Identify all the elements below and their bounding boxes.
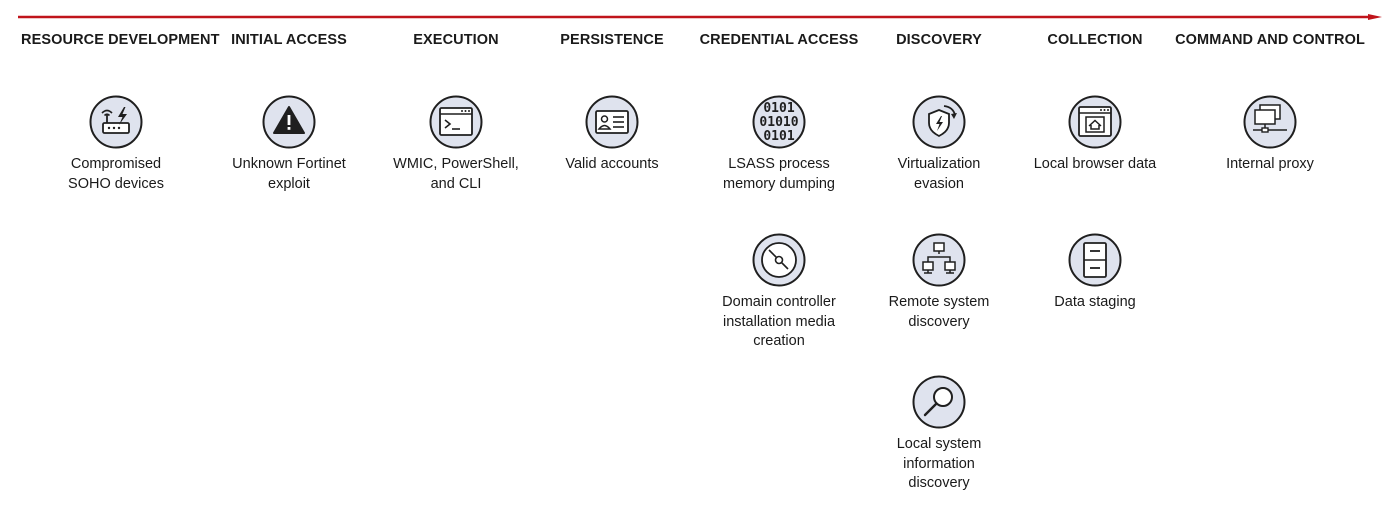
technique-item: Virtualization evasion <box>844 95 1034 194</box>
technique-label: Local browser data <box>1033 156 1157 172</box>
tactic-column-discovery: DISCOVERY Virtualization evasion Remote … <box>844 30 1034 491</box>
technique-item: Unknown Fortinet exploit <box>194 95 384 194</box>
technique-item: Internal proxy <box>1175 95 1365 175</box>
technique-label: Virtualization evasion <box>897 156 981 192</box>
binary-icon: 0101 01010 0101 <box>752 95 806 149</box>
technique-label: Data staging <box>1054 294 1136 310</box>
magnifier-icon <box>912 375 966 429</box>
tactic-header: INITIAL ACCESS <box>231 32 347 48</box>
shield-refresh-icon <box>912 95 966 149</box>
terminal-icon <box>429 95 483 149</box>
tactic-column-resource-development: RESOURCE DEVELOPMENT Compromised SOHO de… <box>21 30 220 192</box>
technique-item: WMIC, PowerShell, and CLI <box>361 95 551 194</box>
proxy-icon <box>1243 95 1297 149</box>
technique-label: Domain controller installation media cre… <box>722 294 836 349</box>
file-cabinet-icon <box>1068 233 1122 287</box>
tactic-column-initial-access: INITIAL ACCESS Unknown Fortinet exploit <box>194 30 384 192</box>
disc-icon <box>752 233 806 287</box>
svg-text:0101: 0101 <box>763 101 794 116</box>
tactic-header: CREDENTIAL ACCESS <box>699 32 859 48</box>
timeline-arrow <box>18 14 1382 20</box>
id-card-icon <box>585 95 639 149</box>
technique-item: Local system information discovery <box>844 375 1034 494</box>
browser-home-icon <box>1068 95 1122 149</box>
tactic-header: EXECUTION <box>413 32 499 48</box>
tactic-column-command-and-control: COMMAND AND CONTROL Internal proxy <box>1175 30 1365 172</box>
technique-item: Remote system discovery <box>844 233 1034 332</box>
technique-label: Local system information discovery <box>896 436 982 491</box>
technique-item: Data staging <box>1000 233 1190 313</box>
network-icon <box>912 233 966 287</box>
technique-label: WMIC, PowerShell, and CLI <box>393 156 519 192</box>
technique-item: Domain controller installation media cre… <box>684 233 874 352</box>
technique-item: Local browser data <box>1000 95 1190 175</box>
technique-label: Remote system discovery <box>888 294 990 330</box>
tactic-column-collection: COLLECTION Local browser data Data stagi… <box>1000 30 1190 310</box>
tactic-column-execution: EXECUTION WMIC, PowerShell, and CLI <box>361 30 551 192</box>
tactic-column-persistence: PERSISTENCE Valid accounts <box>517 30 707 172</box>
tactic-header: COLLECTION <box>1047 32 1143 48</box>
technique-item: Compromised SOHO devices <box>21 95 211 194</box>
tactic-header: DISCOVERY <box>896 32 982 48</box>
tactic-header: COMMAND AND CONTROL <box>1175 32 1365 48</box>
technique-item: Valid accounts <box>517 95 707 175</box>
technique-label: Internal proxy <box>1226 156 1314 172</box>
tactic-header: RESOURCE DEVELOPMENT <box>21 32 220 48</box>
technique-label: Valid accounts <box>565 156 659 172</box>
technique-label: LSASS process memory dumping <box>722 156 835 192</box>
warning-icon <box>262 95 316 149</box>
svg-text:0101: 0101 <box>763 129 794 144</box>
technique-label: Compromised SOHO devices <box>68 156 164 192</box>
technique-label: Unknown Fortinet exploit <box>232 156 346 192</box>
tactic-header: PERSISTENCE <box>560 32 664 48</box>
router-icon <box>89 95 143 149</box>
svg-text:01010: 01010 <box>759 115 798 130</box>
